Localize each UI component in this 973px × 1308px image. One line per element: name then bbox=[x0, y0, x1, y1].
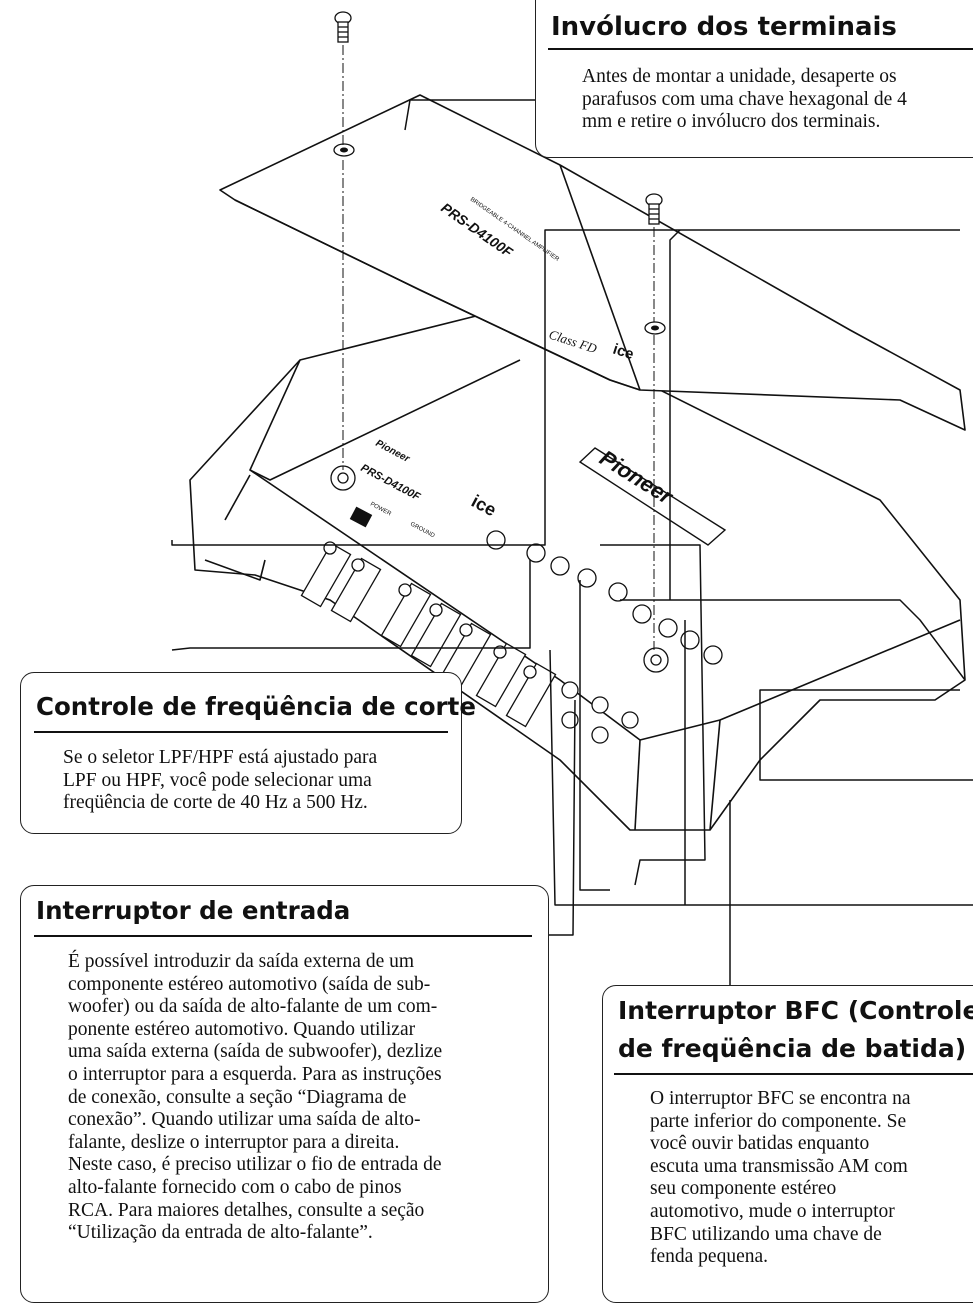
terminal-cover-rule bbox=[548, 48, 973, 50]
text-line: freqüência de corte de 40 Hz a 500 Hz. bbox=[63, 792, 368, 814]
text-line: ponente estéreo automotivo. Quando utili… bbox=[68, 1018, 416, 1040]
cutoff-frequency-rule bbox=[34, 731, 448, 733]
text-line: “Utilização da entrada de alto-falante”. bbox=[68, 1222, 373, 1244]
text-line: falante, deslize o interruptor para a di… bbox=[68, 1131, 400, 1153]
bfc-switch-box bbox=[602, 985, 973, 1303]
text-line: BFC utilizando uma chave de bbox=[650, 1223, 882, 1245]
terminal-cover-text: Antes de montar a unidade, desaperte os … bbox=[582, 66, 972, 134]
bfc-switch-rule bbox=[614, 1073, 973, 1075]
text-line: Antes de montar a unidade, desaperte os bbox=[582, 66, 897, 87]
text-line: você ouvir batidas enquanto bbox=[650, 1133, 870, 1155]
cutoff-frequency-title: Controle de freqüência de corte bbox=[36, 692, 476, 721]
bfc-title-line: de freqüência de batida) bbox=[618, 1034, 967, 1063]
text-line: automotivo, mude o interruptor bbox=[650, 1200, 895, 1222]
text-line: mm e retire o invólucro dos terminais. bbox=[582, 111, 881, 133]
terminal-cover bbox=[219, 94, 966, 431]
bfc-switch-title: Interruptor BFC (Controle de freqüência … bbox=[618, 992, 973, 1068]
terminal-block bbox=[300, 541, 639, 744]
text-line: escuta uma transmissão AM com bbox=[650, 1155, 908, 1177]
text-line: conexão”. Quando utilizar uma saída de a… bbox=[68, 1109, 421, 1131]
input-switch-box bbox=[20, 885, 549, 1303]
text-line: Se o seletor LPF/HPF está ajustado para bbox=[63, 747, 378, 768]
text-line: parafusos com uma chave hexagonal de 4 bbox=[582, 88, 907, 110]
terminal-cover-title: Invólucro dos terminais bbox=[551, 12, 897, 42]
cover-ice-text: ice bbox=[611, 341, 636, 364]
bfc-switch-text: O interruptor BFC se encontra na parte i… bbox=[650, 1088, 973, 1269]
text-line: O interruptor BFC se encontra na bbox=[650, 1088, 911, 1109]
text-line: LPF ou HPF, você pode selecionar uma bbox=[63, 769, 372, 791]
amplifier-body bbox=[189, 309, 966, 831]
text-line: uma saída externa (saída de subwoofer), … bbox=[68, 1041, 443, 1063]
text-line: de conexão, consulte a seção “Diagrama d… bbox=[68, 1086, 407, 1108]
leader-lines bbox=[171, 99, 973, 985]
text-line: alto-falante fornecido com o cabo de pin… bbox=[68, 1176, 402, 1198]
text-line: parte inferior do componente. Se bbox=[650, 1110, 907, 1132]
text-line: Neste caso, é preciso utilizar o fio de … bbox=[68, 1154, 442, 1176]
screw-icon bbox=[334, 11, 663, 225]
text-line: RCA. Para maiores detalhes, consulte a s… bbox=[68, 1199, 425, 1221]
cutoff-frequency-text: Se o seletor LPF/HPF está ajustado para … bbox=[63, 747, 453, 815]
terminal-cover-box bbox=[535, 0, 973, 158]
input-switch-rule bbox=[34, 935, 532, 937]
text-line: woofer) ou da saída de alto-falante de u… bbox=[68, 996, 438, 1018]
cutoff-frequency-box bbox=[20, 672, 462, 834]
text-line: componente estéreo automotivo (saída de … bbox=[68, 973, 431, 995]
text-line: É possível introduzir da saída externa d… bbox=[68, 951, 415, 972]
text-line: seu componente estéreo bbox=[650, 1178, 837, 1200]
text-line: o interruptor para a esquerda. Para as i… bbox=[68, 1063, 442, 1085]
input-switch-title: Interruptor de entrada bbox=[36, 896, 351, 925]
text-line: fenda pequena. bbox=[650, 1246, 769, 1268]
input-switch-text: É possível introduzir da saída externa d… bbox=[68, 951, 543, 1245]
bfc-title-line: Interruptor BFC (Controle bbox=[618, 996, 973, 1025]
